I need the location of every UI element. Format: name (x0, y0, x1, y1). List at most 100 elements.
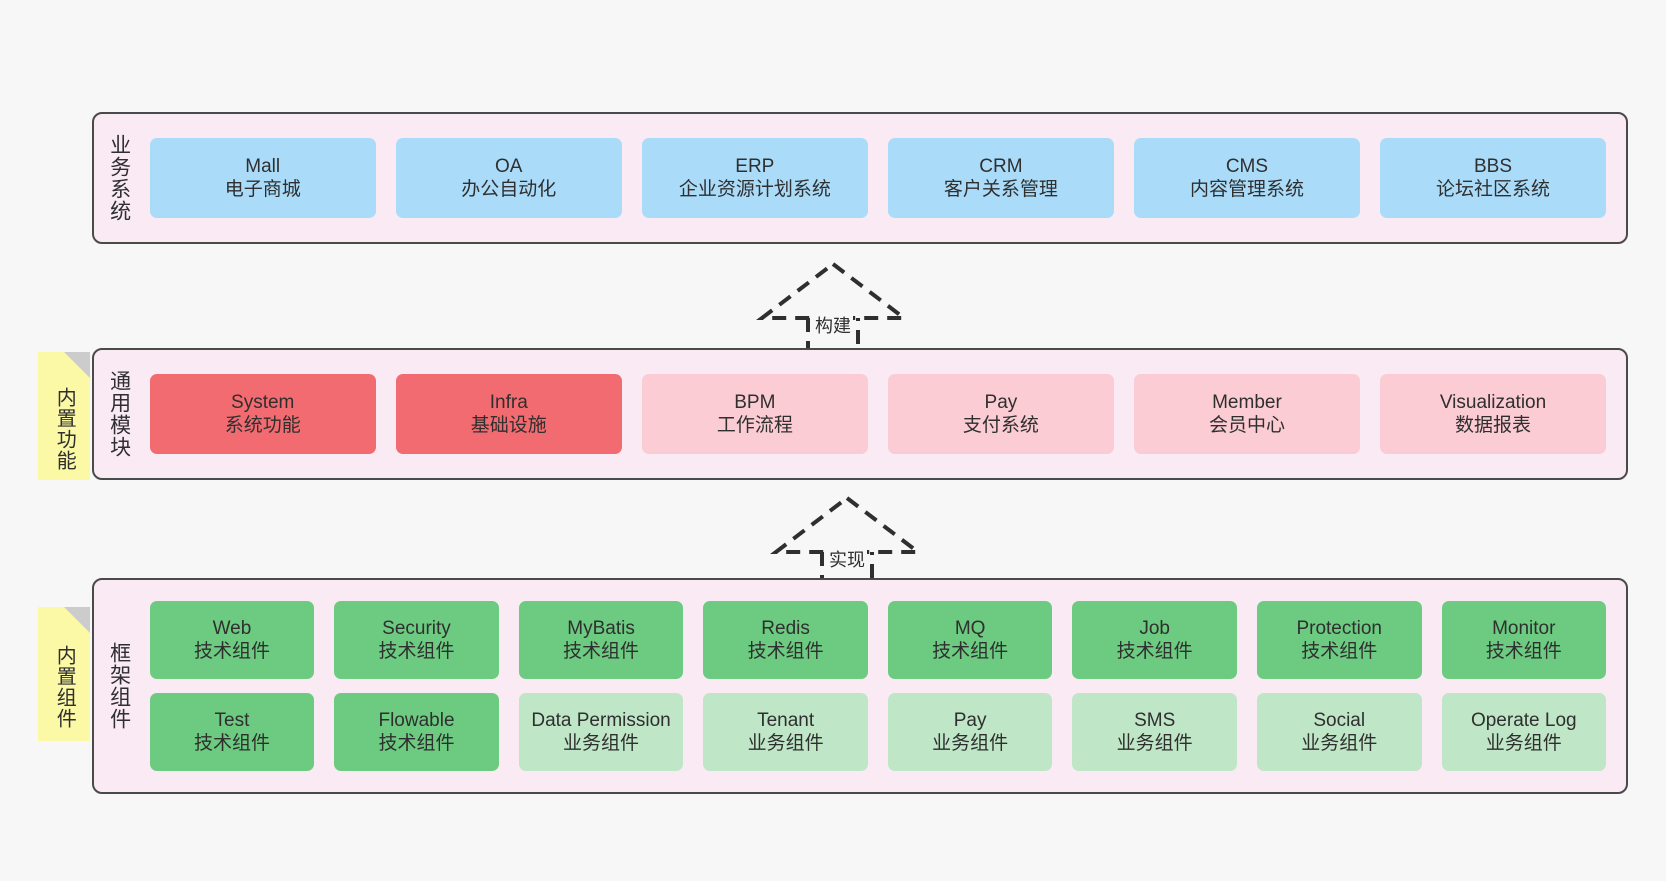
card-title-en: OA (495, 155, 523, 177)
card-title-en: SMS (1134, 709, 1176, 731)
business-system-card-list: Mall 电子商城 OA 办公自动化 ERP 企业资源计划系统 CRM 客户关系… (136, 138, 1626, 218)
card-redis[interactable]: Redis 技术组件 (703, 601, 868, 679)
card-title-en: System (231, 391, 295, 413)
card-title-cn: 办公自动化 (461, 179, 557, 200)
card-cms[interactable]: CMS 内容管理系统 (1133, 138, 1360, 218)
card-title-cn: 内容管理系统 (1189, 179, 1304, 200)
card-title-cn: 技术组件 (378, 641, 455, 662)
card-bbs[interactable]: BBS 论坛社区系统 (1379, 138, 1607, 218)
framework-row-1: Web 技术组件 Security 技术组件 MyBatis 技术组件 Redi… (140, 601, 1616, 679)
sticky-note-builtin-component: 内置组件 (38, 607, 90, 741)
card-test[interactable]: Test 技术组件 (149, 693, 315, 771)
card-title-cn: 企业资源计划系统 (678, 179, 831, 200)
card-title-en: ERP (735, 155, 775, 177)
card-title-en: Pay (953, 709, 987, 731)
card-title-cn: 技术组件 (932, 641, 1009, 662)
card-protection[interactable]: Protection 技术组件 (1256, 601, 1422, 679)
card-title-en: Mall (245, 155, 281, 177)
card-web[interactable]: Web 技术组件 (149, 601, 315, 679)
card-title-en: Infra (489, 391, 528, 413)
card-job[interactable]: Job 技术组件 (1072, 601, 1237, 679)
note-fold-corner-icon (64, 607, 90, 633)
card-title-en: MQ (954, 617, 986, 639)
layer-common-module: 通用模块 System 系统功能 Infra 基础设施 BPM 工作流程 Pay… (92, 348, 1628, 480)
card-oa[interactable]: OA 办公自动化 (395, 138, 622, 218)
card-title-cn: 论坛社区系统 (1436, 179, 1551, 200)
card-title-cn: 会员中心 (1208, 415, 1285, 436)
card-mq[interactable]: MQ 技术组件 (887, 601, 1053, 679)
card-title-en: BBS (1474, 155, 1513, 177)
card-title-cn: 业务组件 (1485, 733, 1562, 754)
card-infra[interactable]: Infra 基础设施 (395, 374, 622, 454)
connector-label-implement: 实现 (827, 546, 867, 572)
card-tenant[interactable]: Tenant 业务组件 (703, 693, 868, 771)
card-member[interactable]: Member 会员中心 (1133, 374, 1360, 454)
card-title-cn: 技术组件 (193, 733, 270, 754)
card-title-cn: 技术组件 (747, 641, 824, 662)
connector-build: 构建 (756, 260, 910, 354)
card-title-cn: 业务组件 (563, 733, 640, 754)
card-monitor[interactable]: Monitor 技术组件 (1441, 601, 1607, 679)
card-sms[interactable]: SMS 业务组件 (1072, 693, 1237, 771)
card-title-cn: 技术组件 (193, 641, 270, 662)
card-mybatis[interactable]: MyBatis 技术组件 (518, 601, 684, 679)
common-module-card-list: System 系统功能 Infra 基础设施 BPM 工作流程 Pay 支付系统… (136, 374, 1626, 454)
card-title-cn: 业务组件 (1116, 733, 1193, 754)
card-title-cn: 技术组件 (1116, 641, 1193, 662)
card-title-en: Tenant (757, 709, 815, 731)
card-bpm[interactable]: BPM 工作流程 (641, 374, 868, 454)
card-title-cn: 数据报表 (1455, 415, 1532, 436)
card-title-en: Job (1139, 617, 1170, 639)
card-title-cn: 电子商城 (224, 179, 301, 200)
card-title-cn: 技术组件 (1485, 641, 1562, 662)
layer-label-framework-component: 框架组件 (107, 642, 131, 730)
card-title-en: Visualization (1439, 391, 1547, 413)
sticky-note-builtin-function: 内置功能 (38, 352, 90, 480)
card-title-en: CRM (979, 155, 1023, 177)
card-title-en: Protection (1296, 617, 1382, 639)
framework-row-2: Test 技术组件 Flowable 技术组件 Data Permission … (140, 693, 1616, 771)
card-crm[interactable]: CRM 客户关系管理 (887, 138, 1114, 218)
card-title-en: Redis (761, 617, 810, 639)
card-erp[interactable]: ERP 企业资源计划系统 (641, 138, 868, 218)
card-title-en: Operate Log (1470, 709, 1577, 731)
card-title-en: Web (212, 617, 252, 639)
card-flowable[interactable]: Flowable 技术组件 (334, 693, 499, 771)
card-title-en: Social (1313, 709, 1366, 731)
card-title-cn: 技术组件 (563, 641, 640, 662)
card-title-cn: 支付系统 (962, 415, 1039, 436)
card-social[interactable]: Social 业务组件 (1256, 693, 1422, 771)
card-title-en: Test (214, 709, 250, 731)
card-title-cn: 系统功能 (224, 415, 301, 436)
card-title-cn: 工作流程 (716, 415, 793, 436)
card-title-en: CMS (1225, 155, 1269, 177)
note-fold-corner-icon (64, 352, 90, 378)
arrowhead-triangle-implement (770, 495, 924, 554)
sticky-note-text: 内置组件 (53, 645, 76, 729)
card-title-cn: 业务组件 (1301, 733, 1378, 754)
card-pay-business[interactable]: Pay 业务组件 (887, 693, 1053, 771)
card-title-cn: 技术组件 (378, 733, 455, 754)
card-title-en: Member (1212, 391, 1282, 413)
layer-framework-component: 框架组件 Web 技术组件 Security 技术组件 MyBatis 技术组件… (92, 578, 1628, 794)
layer-label-business-system: 业务系统 (107, 134, 131, 222)
card-title-cn: 业务组件 (932, 733, 1009, 754)
card-title-cn: 业务组件 (747, 733, 824, 754)
card-mall[interactable]: Mall 电子商城 (149, 138, 376, 218)
card-title-cn: 基础设施 (470, 415, 547, 436)
connector-label-build: 构建 (813, 312, 853, 338)
arrowhead-triangle-build (756, 261, 910, 320)
card-title-en: Data Permission (531, 709, 671, 731)
card-title-cn: 客户关系管理 (943, 179, 1058, 200)
card-system[interactable]: System 系统功能 (149, 374, 376, 454)
card-pay[interactable]: Pay 支付系统 (887, 374, 1114, 454)
layer-business-system: 业务系统 Mall 电子商城 OA 办公自动化 ERP 企业资源计划系统 CRM… (92, 112, 1628, 244)
framework-component-card-grid: Web 技术组件 Security 技术组件 MyBatis 技术组件 Redi… (136, 601, 1626, 771)
card-visualization[interactable]: Visualization 数据报表 (1379, 374, 1607, 454)
card-title-en: Monitor (1492, 617, 1556, 639)
card-data-permission[interactable]: Data Permission 业务组件 (518, 693, 684, 771)
card-security[interactable]: Security 技术组件 (334, 601, 499, 679)
card-title-en: MyBatis (567, 617, 635, 639)
card-operate-log[interactable]: Operate Log 业务组件 (1441, 693, 1607, 771)
card-title-cn: 技术组件 (1301, 641, 1378, 662)
